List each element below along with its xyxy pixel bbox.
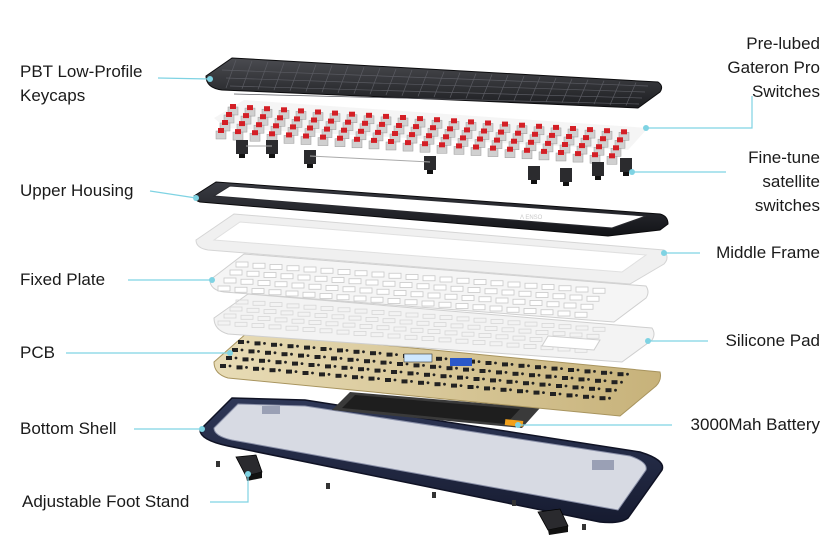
label-switches-line3: Switches [751, 82, 820, 101]
keycaps [205, 57, 663, 109]
switches [214, 100, 648, 165]
leader-upper-housing [149, 190, 197, 199]
label-switches: Pre-lubed Gateron Pro Switches [727, 32, 820, 104]
label-bottom-shell: Bottom Shell [20, 419, 117, 438]
label-upper-housing: Upper Housing [20, 181, 134, 200]
label-keycaps-line2: Keycaps [20, 86, 86, 105]
label-satellite-switches: Fine-tune satellite switches [748, 146, 820, 218]
housing-brand-logo: Λ ENSO [520, 215, 543, 221]
label-foot-stand: Adjustable Foot Stand [22, 492, 190, 511]
bottom-shell [199, 397, 664, 524]
label-fixed-plate: Fixed Plate [20, 270, 106, 289]
label-satellite-line1: Fine-tune [748, 148, 820, 167]
leader-dots [193, 76, 667, 477]
pcb [213, 331, 661, 417]
label-satellite-line2: satellite [762, 172, 820, 191]
label-switches-line2: Gateron Pro [727, 58, 820, 77]
screws [216, 461, 586, 530]
label-satellite-line3: switches [754, 196, 820, 215]
label-middle-frame: Middle Frame [716, 243, 820, 262]
fixed-plate [209, 253, 649, 323]
label-keycaps: PBT Low-Profile Keycaps [20, 60, 143, 108]
label-pcb: PCB [20, 343, 55, 362]
silicone-pad [213, 293, 655, 363]
foot-stand-right [537, 508, 569, 535]
label-keycaps-line1: PBT Low-Profile [20, 62, 143, 81]
label-switches-line1: Pre-lubed [746, 34, 820, 53]
leader-foot-stand [210, 474, 249, 503]
leader-switches [646, 96, 753, 129]
foot-stand-left [235, 454, 263, 481]
satellite-switches [236, 140, 632, 186]
leader-keycaps [157, 77, 211, 80]
upper-housing: Λ ENSO [193, 181, 669, 237]
label-silicone-pad: Silicone Pad [725, 331, 820, 350]
label-battery: 3000Mah Battery [690, 415, 820, 434]
leader-lines [66, 77, 753, 503]
